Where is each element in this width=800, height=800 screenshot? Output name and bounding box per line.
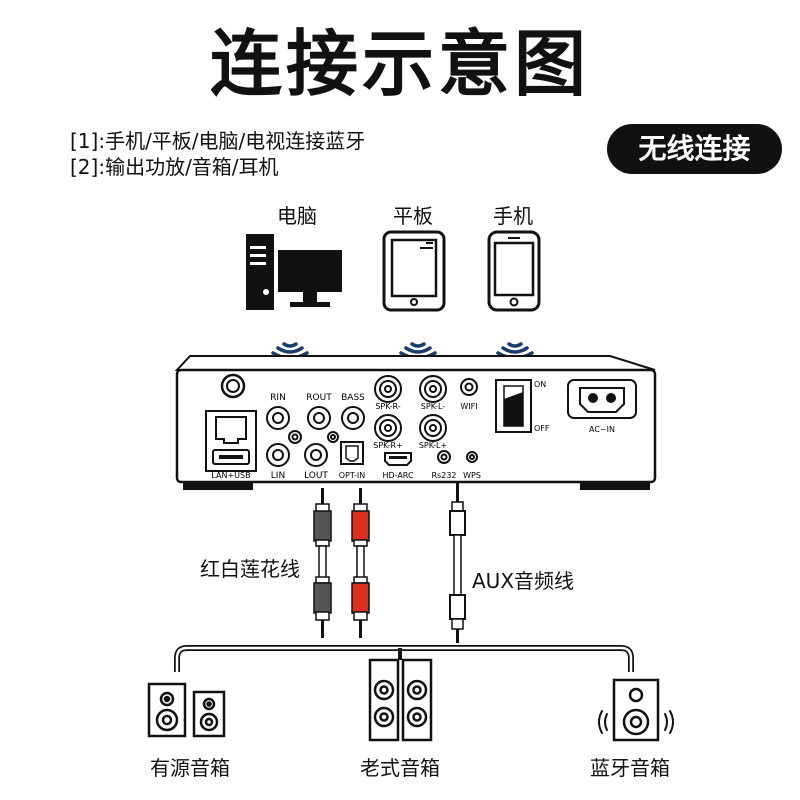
- spk-r-plus-label: SPK-R+: [373, 441, 402, 450]
- rs232-jack: [437, 450, 451, 464]
- opt-in-label: OPT-IN: [339, 471, 366, 480]
- aux-cable-label: AUX音频线: [472, 569, 575, 593]
- computer-label: 电脑: [277, 204, 317, 228]
- tablet-label: 平板: [393, 204, 433, 228]
- notes: [1]:手机/平板/电脑/电视连接蓝牙 [2]:输出功放/音箱/耳机: [70, 128, 365, 180]
- active-speaker-label: 有源音箱: [150, 756, 230, 780]
- phone-label: 手机: [493, 204, 533, 228]
- lin-jack: [266, 443, 290, 467]
- rca-cable-red: [351, 488, 370, 638]
- spk-l-plus-terminal: [419, 414, 447, 442]
- spk-r-plus-terminal: [374, 414, 402, 442]
- antenna-jack: [220, 373, 246, 399]
- rout-jack: [307, 406, 331, 430]
- lan-usb-port: [205, 410, 257, 472]
- bluetooth-speaker-label: 蓝牙音箱: [590, 756, 670, 780]
- wifi-label: WIFI: [460, 402, 477, 411]
- ac-power-inlet: [567, 379, 637, 419]
- spk-l-minus-label: SPK-L-: [421, 402, 446, 411]
- lout-label: LOUT: [304, 471, 328, 481]
- note-2: [2]:输出功放/音箱/耳机: [70, 155, 279, 179]
- tablet-icon: [382, 230, 446, 312]
- wps-button: [466, 451, 478, 463]
- power-switch: [495, 379, 532, 433]
- spk-l-minus-terminal: [419, 375, 447, 403]
- rca-cable-label: 红白莲花线: [200, 557, 300, 581]
- small-jack: [288, 430, 302, 444]
- passive-speakers-icon: [368, 658, 433, 742]
- switch-on-label: ON: [534, 380, 546, 389]
- wifi-antenna-jack: [460, 378, 478, 396]
- wireless-badge: 无线连接: [607, 124, 782, 174]
- rin-label: RIN: [270, 393, 286, 403]
- device-chassis: [174, 355, 657, 490]
- lin-label: LIN: [271, 471, 285, 481]
- spk-r-minus-label: SPK-R-: [375, 402, 400, 411]
- phone-icon: [487, 230, 541, 312]
- lout-jack: [304, 443, 328, 467]
- hdmi-arc-port: [384, 452, 412, 466]
- page-title: 连接示意图: [209, 22, 590, 106]
- small-jack-2: [327, 431, 339, 443]
- note-1: [1]:手机/平板/电脑/电视连接蓝牙: [70, 129, 366, 153]
- spk-l-plus-label: SPK-L+: [419, 441, 447, 450]
- active-speakers-icon: [147, 682, 226, 738]
- computer-icon: [246, 234, 342, 310]
- wps-label: WPS: [463, 471, 481, 480]
- bass-label: BASS: [341, 393, 365, 403]
- rs232-label: Rs232: [432, 471, 457, 480]
- bass-jack: [341, 406, 365, 430]
- ac-in-label: AC~IN: [589, 425, 615, 434]
- lan-usb-label: LAN+USB: [211, 471, 250, 480]
- passive-speaker-label: 老式音箱: [360, 756, 440, 780]
- aux-cable: [449, 482, 466, 643]
- rin-jack: [266, 406, 290, 430]
- optical-input-port: [340, 441, 364, 465]
- bluetooth-speaker-icon: [598, 678, 674, 742]
- spk-r-minus-terminal: [374, 375, 402, 403]
- hd-arc-label: HD-ARC: [382, 471, 414, 480]
- switch-off-label: OFF: [534, 424, 550, 433]
- rout-label: ROUT: [306, 393, 332, 403]
- rca-cable-white: [313, 488, 332, 638]
